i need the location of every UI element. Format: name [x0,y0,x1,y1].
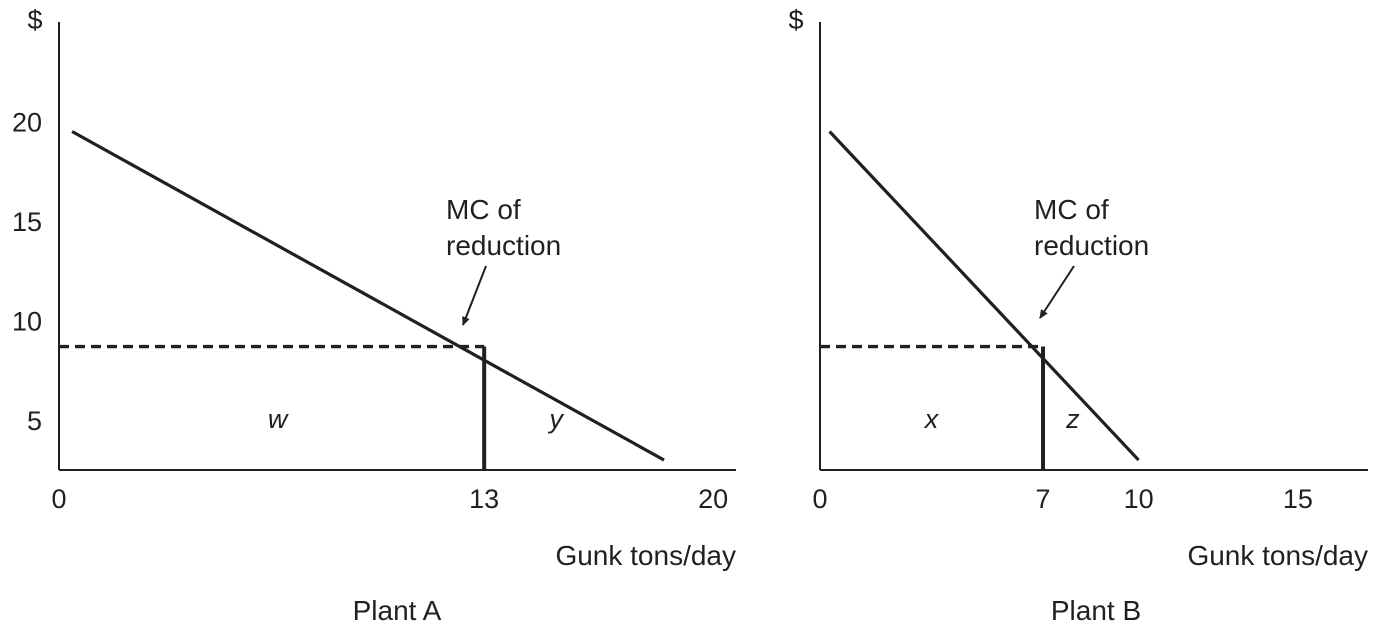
y-tick-label: 15 [12,207,42,237]
x-tick-label: 20 [698,484,728,514]
annotation-line-1: MC of [446,194,521,225]
x-tick-label: 0 [51,484,66,514]
region-label: w [268,404,289,434]
region-label: z [1065,404,1080,434]
region-label: x [923,404,940,434]
panel-caption: Plant A [353,595,442,626]
panel-caption: Plant B [1051,595,1141,626]
mc-curve [828,130,1140,462]
x-tick-label: 15 [1283,484,1313,514]
annotation-line-1: MC of [1034,194,1109,225]
x-tick-label: 0 [812,484,827,514]
annotation-arrow [462,265,487,326]
region-label: y [547,404,564,434]
y-axis-title: $ [788,5,803,35]
y-tick-label: 5 [27,406,42,436]
annotation-line-2: reduction [446,230,561,261]
mc-curve [71,130,665,462]
x-tick-label: 13 [469,484,499,514]
annotation-line-2: reduction [1034,230,1149,261]
x-axis-title: Gunk tons/day [555,540,736,571]
x-axis-title: Gunk tons/day [1187,540,1368,571]
y-tick-label: 10 [12,307,42,337]
x-tick-label: 7 [1036,484,1051,514]
annotation-arrow [1039,265,1075,319]
x-tick-label: 10 [1124,484,1154,514]
y-axis-title: $ [27,5,42,35]
y-tick-label: 20 [12,108,42,138]
